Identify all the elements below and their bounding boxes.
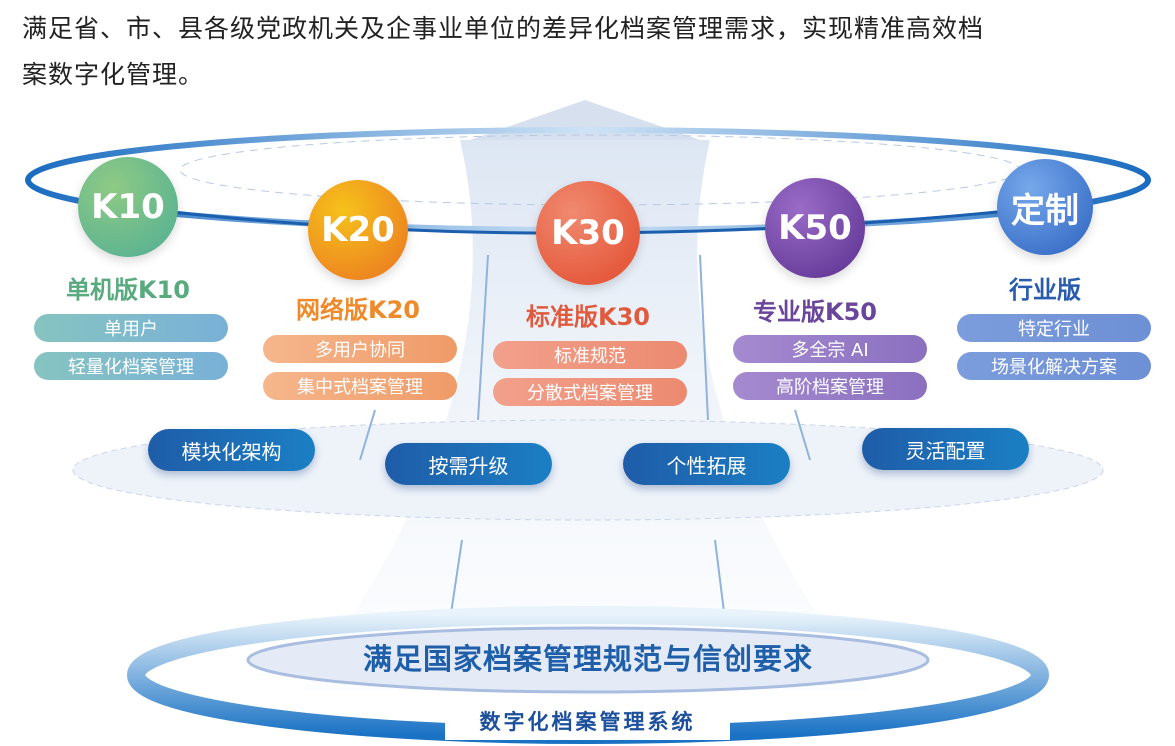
tier-title-custom: 行业版 [1009, 276, 1081, 304]
system-label: 数字化档案管理系统 [445, 704, 730, 740]
k30-feature-pill: 标准规范 [493, 341, 687, 369]
k10-feature-pill: 单用户 [34, 314, 228, 342]
tier-badge-k20[interactable]: K20 [308, 180, 408, 280]
k50-feature-pill: 高阶档案管理 [733, 372, 927, 400]
flow-arrows [359, 254, 811, 621]
k20-feature-pill: 集中式档案管理 [263, 372, 457, 400]
k30-feature-pill: 分散式档案管理 [493, 378, 687, 406]
k20-feature-pill: 多用户协同 [263, 335, 457, 363]
custom-feature-pill: 场景化解决方案 [957, 352, 1151, 380]
intro-text-line2: 案数字化管理。 [22, 60, 205, 89]
capability-config: 灵活配置 [862, 428, 1029, 470]
capability-upgrade: 按需升级 [385, 443, 552, 485]
tier-badge-k30[interactable]: K30 [536, 181, 640, 285]
mid-platform [72, 419, 1104, 521]
k50-feature-pill: 多全宗 AI [733, 335, 927, 363]
tier-badge-k10[interactable]: K10 [78, 157, 178, 257]
tier-title-k10: 单机版K10 [66, 276, 190, 304]
custom-feature-pill: 特定行业 [957, 314, 1151, 342]
tier-title-k20: 网络版K20 [296, 296, 420, 324]
intro-text-line1: 满足省、市、县各级党政机关及企事业单位的差异化档案管理需求，实现精准高效档 [22, 14, 985, 43]
capability-extension: 个性拓展 [623, 443, 790, 485]
k10-feature-pill: 轻量化档案管理 [34, 352, 228, 380]
tier-badge-k50[interactable]: K50 [765, 178, 865, 278]
tier-title-k30: 标准版K30 [526, 303, 650, 331]
tier-title-k50: 专业版K50 [753, 298, 877, 326]
capability-modular: 模块化架构 [148, 429, 315, 471]
requirement-text: 满足国家档案管理规范与信创要求 [362, 642, 813, 676]
tier-badge-custom[interactable]: 定制 [997, 159, 1093, 255]
base-inner-platform [246, 626, 930, 694]
